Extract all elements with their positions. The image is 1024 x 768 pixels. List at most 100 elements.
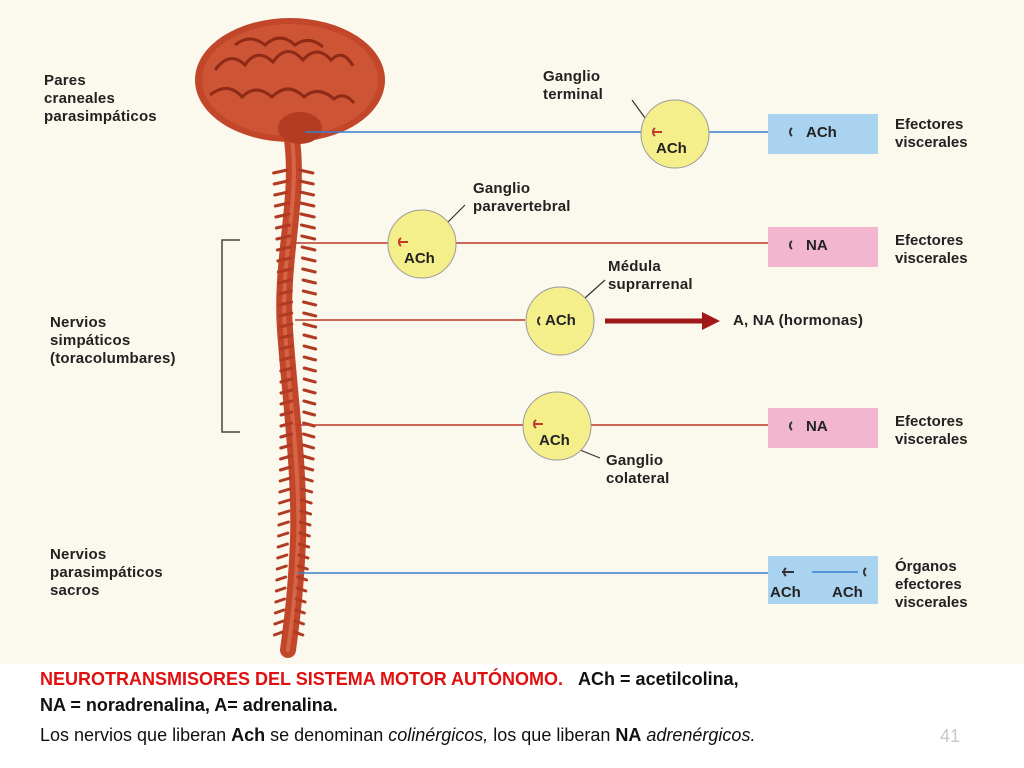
row5-ach-box bbox=[768, 556, 878, 604]
nerve-rootlet bbox=[302, 333, 318, 340]
nerve-rootlet bbox=[272, 630, 285, 637]
nerve-rootlet bbox=[297, 168, 315, 175]
row4-transmitter: NA bbox=[806, 418, 828, 435]
nerve-rootlet bbox=[279, 366, 294, 373]
nerve-rootlet bbox=[277, 509, 291, 516]
nerve-rootlet bbox=[302, 300, 318, 307]
row1-transmitter: ACh bbox=[806, 124, 837, 141]
nerve-rootlet bbox=[299, 212, 316, 219]
nerve-rootlet bbox=[275, 564, 288, 571]
nerve-rootlet bbox=[277, 520, 290, 527]
nerve-rootlet bbox=[296, 564, 309, 571]
nerve-rootlet bbox=[274, 597, 286, 604]
adrenal-medulla-ach: ACh bbox=[545, 312, 576, 329]
terminal-ganglion-ach: ACh bbox=[656, 140, 687, 157]
caption-text-adrenergic: adrenérgicos. bbox=[641, 725, 756, 745]
nerve-rootlet bbox=[278, 322, 294, 329]
nerve-rootlet bbox=[298, 190, 316, 197]
nerve-rootlet bbox=[277, 300, 294, 307]
collateral-ganglion-ach: ACh bbox=[539, 432, 570, 449]
nerve-rootlet bbox=[278, 487, 292, 494]
nerve-rootlet bbox=[302, 410, 317, 417]
row2-transmitter: NA bbox=[806, 237, 828, 254]
caption-text-e: los que liberan bbox=[488, 725, 616, 745]
nerve-rootlet bbox=[300, 256, 317, 263]
nerve-rootlet bbox=[294, 608, 306, 615]
adrenal-medulla-label: Médula suprarrenal bbox=[608, 258, 693, 293]
nerve-rootlet bbox=[301, 465, 315, 472]
nerve-rootlet bbox=[298, 520, 312, 527]
nerve-rootlet bbox=[301, 267, 317, 274]
row4-na-box bbox=[768, 408, 878, 448]
nerve-rootlet bbox=[273, 608, 286, 615]
nerve-rootlet bbox=[295, 586, 308, 593]
nerve-rootlet bbox=[279, 399, 294, 406]
caption-line-1: NEUROTRANSMISORES DEL SISTEMA MOTOR AUTÓ… bbox=[40, 666, 990, 692]
caption-text-c: se denominan bbox=[265, 725, 389, 745]
nerve-rootlet bbox=[278, 333, 294, 340]
nerve-rootlet bbox=[275, 245, 292, 252]
nerve-rootlet bbox=[301, 454, 315, 461]
nerve-rootlet bbox=[297, 542, 311, 549]
row1-ach-box bbox=[768, 114, 878, 154]
caption-def-ach: ACh = acetilcolina, bbox=[578, 669, 739, 689]
nerve-rootlet bbox=[302, 311, 318, 318]
nerve-rootlet bbox=[297, 553, 310, 560]
cranial-label: Pares craneales parasimpáticos bbox=[44, 72, 157, 125]
nerve-rootlet bbox=[296, 575, 309, 582]
nerve-rootlet bbox=[302, 344, 318, 351]
nerve-rootlet bbox=[301, 278, 317, 285]
row5-transmitter-2: ACh bbox=[832, 584, 863, 601]
nerve-rootlet bbox=[273, 201, 291, 208]
row2-effector-label: Efectores viscerales bbox=[895, 232, 968, 267]
nerve-rootlet bbox=[302, 366, 317, 373]
nerve-rootlet bbox=[276, 256, 292, 263]
nerve-rootlet bbox=[278, 465, 293, 472]
row1-effector-label: Efectores viscerales bbox=[895, 116, 968, 151]
nerve-rootlet bbox=[300, 245, 317, 252]
nerve-rootlet bbox=[274, 223, 291, 230]
brain bbox=[195, 18, 385, 144]
caption-def-na: NA = noradrenalina, A= adrenalina. bbox=[40, 695, 338, 715]
nerve-rootlet bbox=[272, 168, 289, 175]
nerve-rootlet bbox=[277, 531, 290, 538]
paravertebral-ganglion-circle bbox=[387, 209, 457, 279]
nerve-rootlet bbox=[301, 443, 316, 450]
caption-text-a: Los nervios que liberan bbox=[40, 725, 232, 745]
caption-text-cholinergic: colinérgicos, bbox=[388, 725, 489, 745]
nerve-rootlet bbox=[275, 234, 292, 241]
diagram-area: Pares craneales parasimpáticos Nervios s… bbox=[0, 0, 1024, 664]
nerve-rootlet bbox=[299, 201, 316, 208]
nerve-rootlet bbox=[279, 410, 294, 417]
nerve-rootlet bbox=[274, 212, 291, 219]
nerve-rootlet bbox=[279, 377, 294, 384]
nerve-rootlet bbox=[279, 344, 294, 351]
adrenal-medulla-circle bbox=[525, 286, 595, 356]
nerve-rootlet bbox=[275, 575, 288, 582]
caption-text-ach: Ach bbox=[231, 725, 266, 745]
nerve-rootlet bbox=[279, 388, 294, 395]
nerve-rootlet bbox=[278, 476, 292, 483]
nerve-rootlet bbox=[300, 487, 314, 494]
nerve-rootlet bbox=[273, 190, 290, 197]
nerve-rootlet bbox=[279, 454, 293, 461]
nerve-rootlet bbox=[279, 443, 293, 450]
nerve-rootlet bbox=[299, 223, 316, 230]
caption-line-3: Los nervios que liberan Ach se denominan… bbox=[40, 722, 990, 748]
nerve-rootlet bbox=[300, 476, 314, 483]
caption-line-2: NA = noradrenalina, A= adrenalina. bbox=[40, 692, 990, 718]
nerve-rootlet bbox=[277, 289, 293, 296]
hormone-arrow-head bbox=[702, 312, 720, 330]
collateral-ganglion-circle bbox=[522, 391, 592, 461]
spinal-cord bbox=[272, 132, 318, 658]
nerve-rootlet bbox=[298, 179, 315, 186]
row5-transmitter-1: ACh bbox=[770, 584, 801, 601]
nerve-rootlet bbox=[272, 179, 290, 186]
nerve-rootlet bbox=[279, 355, 294, 362]
nerve-rootlet bbox=[273, 619, 285, 626]
collateral-ganglion-label: Ganglio colateral bbox=[606, 452, 670, 487]
nerve-rootlet bbox=[298, 531, 311, 538]
row5-effector-label: Órganos efectores viscerales bbox=[895, 558, 968, 611]
terminal-ganglion-circle bbox=[640, 99, 710, 169]
autonomic-diagram bbox=[195, 18, 878, 658]
